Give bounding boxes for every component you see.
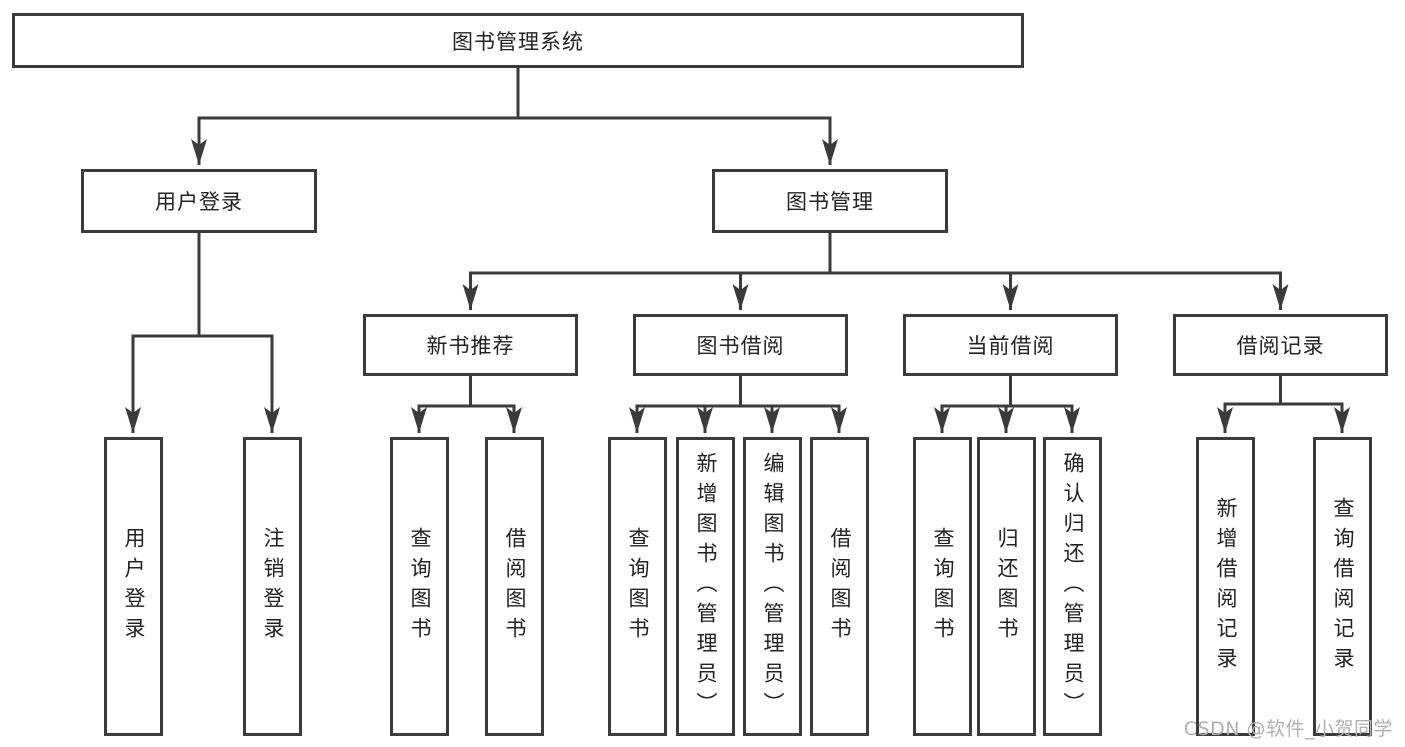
leaf-edit-book-admin: 编辑图书（管理员） (743, 437, 802, 736)
leaf-query-borrow-record: 查询借阅记录 (1313, 437, 1372, 736)
node-borrow-records: 借阅记录 (1173, 314, 1388, 376)
leaf-return-book: 归还图书 (977, 437, 1036, 736)
connector-borrow-records-to-leaves (1217, 376, 1350, 433)
leaf-add-book-admin: 新增图书（管理员） (676, 437, 735, 736)
node-borrow-records-label: 借阅记录 (1236, 334, 1325, 358)
node-book-borrow: 图书借阅 (633, 314, 848, 376)
connector-book-borrow-to-leaves (629, 376, 847, 433)
leaf-newrec-query-book-label: 查询图书 (408, 526, 432, 647)
leaf-confirm-return-admin: 确认归还（管理员） (1043, 437, 1102, 736)
node-book-borrow-label: 图书借阅 (696, 334, 785, 358)
leaf-newrec-query-book: 查询图书 (390, 437, 449, 736)
leaf-borrow-book: 借阅图书 (810, 437, 869, 736)
leaf-logout: 注销登录 (243, 437, 302, 736)
node-new-book-recommend: 新书推荐 (363, 314, 578, 376)
leaf-borrow-query-book: 查询图书 (608, 437, 667, 736)
leaf-current-query-book-label: 查询图书 (931, 526, 955, 647)
connector-root-to-level2 (191, 68, 838, 165)
leaf-logout-label: 注销登录 (261, 526, 285, 647)
leaf-return-book-label: 归还图书 (995, 526, 1019, 647)
leaf-add-book-admin-label: 新增图书（管理员） (694, 451, 718, 722)
leaf-current-query-book: 查询图书 (913, 437, 972, 736)
node-book-management: 图书管理 (712, 169, 948, 233)
leaf-user-login: 用户登录 (104, 437, 163, 736)
csdn-watermark: CSDN @软件_小贺同学 (1183, 718, 1393, 740)
node-current-borrow: 当前借阅 (903, 314, 1118, 376)
connector-book-mgmt-to-level3 (462, 233, 1289, 310)
leaf-edit-book-admin-label: 编辑图书（管理员） (761, 451, 785, 722)
connector-user-login-to-leaves (125, 233, 280, 433)
connector-current-borrow-to-leaves (934, 376, 1080, 433)
leaf-confirm-return-admin-label: 确认归还（管理员） (1061, 451, 1085, 722)
leaf-add-borrow-record: 新增借阅记录 (1196, 437, 1255, 736)
leaf-newrec-borrow-book: 借阅图书 (485, 437, 544, 736)
leaf-user-login-label: 用户登录 (122, 526, 146, 647)
node-book-management-label: 图书管理 (786, 190, 874, 214)
node-new-book-recommend-label: 新书推荐 (426, 334, 515, 358)
leaf-borrow-query-book-label: 查询图书 (626, 526, 650, 647)
node-user-login-label: 用户登录 (155, 190, 243, 214)
node-current-borrow-label: 当前借阅 (966, 334, 1055, 358)
leaf-newrec-borrow-book-label: 借阅图书 (503, 526, 527, 647)
node-library-system: 图书管理系统 (12, 13, 1024, 68)
node-user-login: 用户登录 (81, 169, 317, 233)
leaf-query-borrow-record-label: 查询借阅记录 (1331, 496, 1355, 677)
node-library-system-label: 图书管理系统 (452, 29, 584, 54)
leaf-borrow-book-label: 借阅图书 (828, 526, 852, 647)
connector-new-rec-to-leaves (411, 376, 522, 433)
leaf-add-borrow-record-label: 新增借阅记录 (1214, 496, 1238, 677)
